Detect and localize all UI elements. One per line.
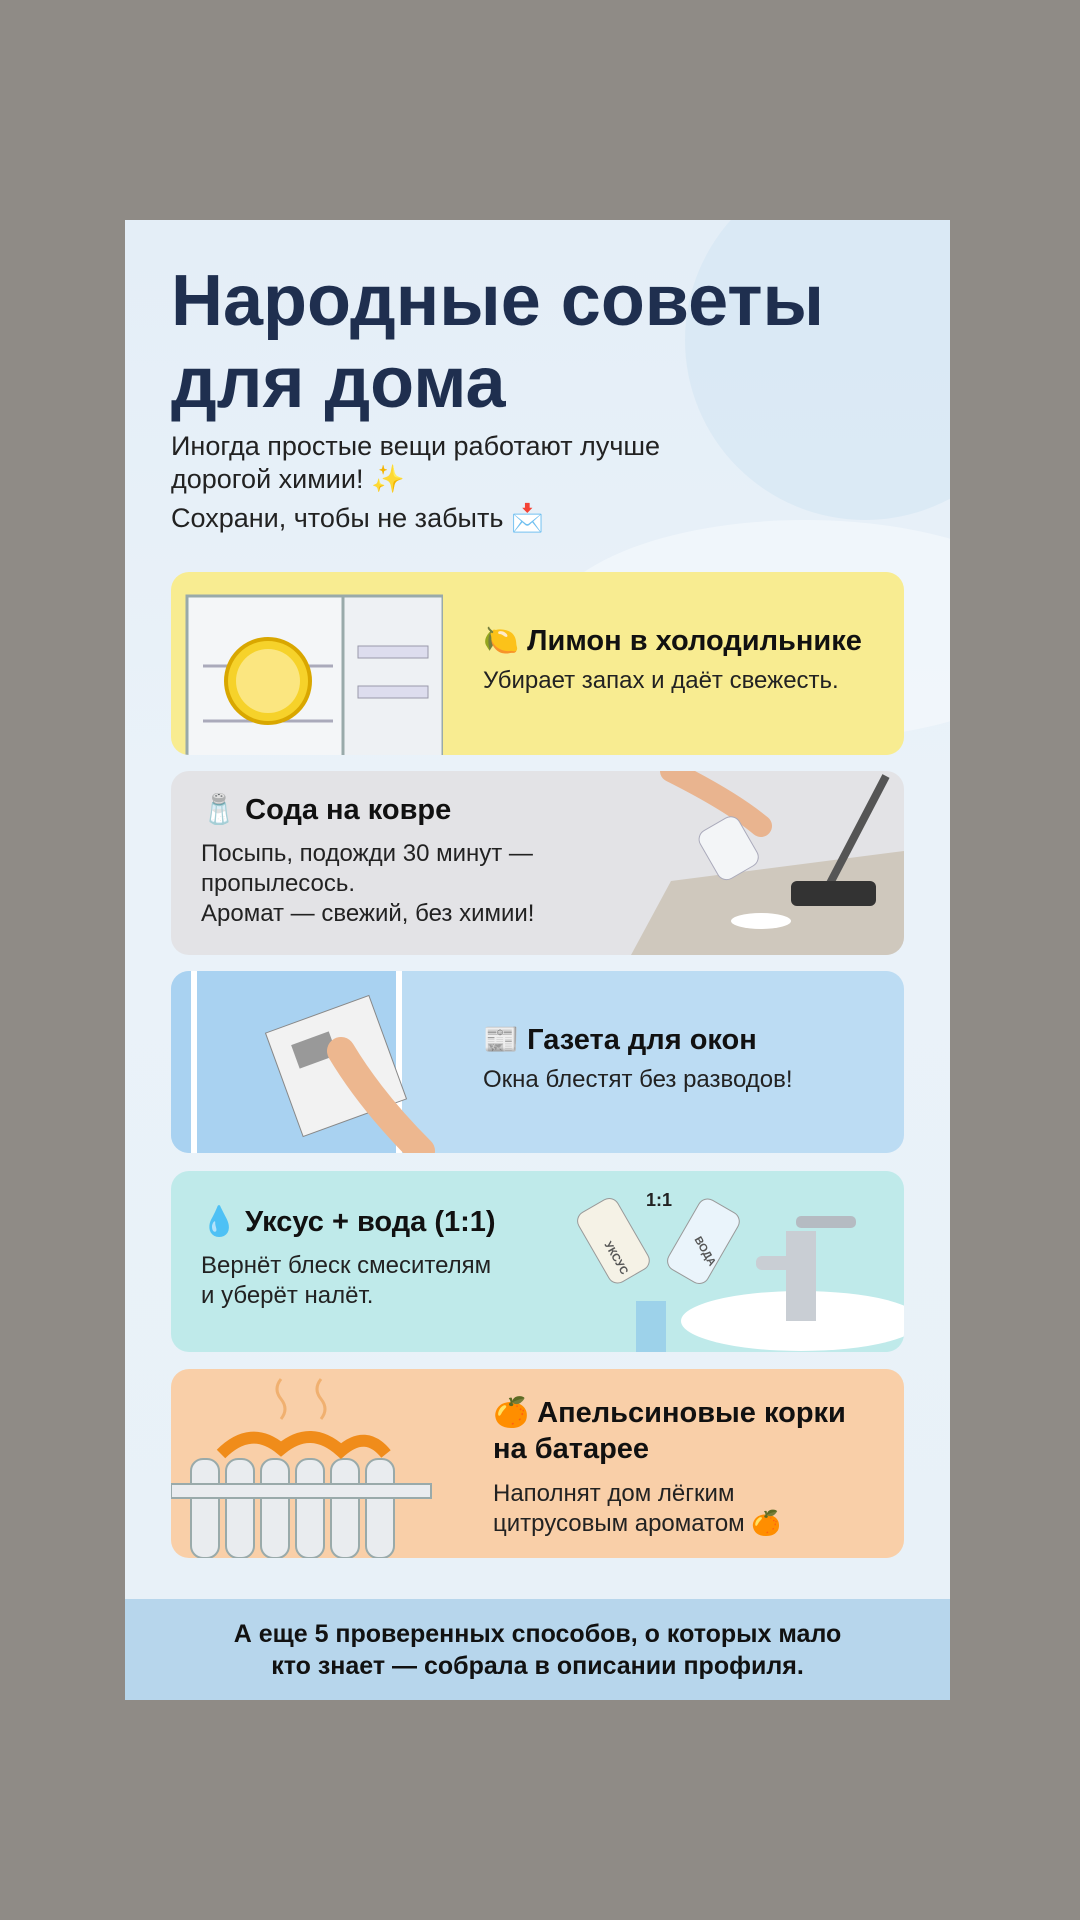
tip-description: Посыпь, подожди 30 минут —пропылесось.Ар…	[201, 840, 535, 927]
title-line: Народные советы	[171, 261, 824, 341]
tip-text: 🍋 Лимон в холодильнике Убирает запах и д…	[483, 624, 862, 696]
tip-text: 🧂 Сода на ковре Посыпь, подожди 30 минут…	[201, 793, 534, 929]
vinegar-faucet-illustration: УКСУС ВОДА 1:1	[577, 1190, 904, 1352]
tip-title: 🧂 Сода на ковре	[201, 794, 452, 826]
tip-description: Окна блестят без разводов!	[483, 1066, 793, 1093]
window-newspaper-illustration	[171, 971, 435, 1153]
carpet-vacuum-illustration	[631, 771, 904, 955]
footer-line: кто знает — собрала в описании профиля.	[271, 1651, 804, 1680]
title-line: для дома	[171, 343, 506, 423]
tip-title: 📰 Газета для окон	[483, 1024, 757, 1056]
tip-title: 💧 Уксус + вода (1:1)	[201, 1206, 496, 1238]
subtitle-line: Сохрани, чтобы не забыть 📩	[171, 503, 545, 533]
footer-banner: А еще 5 проверенных способов, о которых …	[125, 1599, 950, 1700]
page-title: Народные советы для дома	[171, 260, 871, 424]
tip-description: Убирает запах и даёт свежесть.	[483, 667, 839, 694]
tip-card-soda: 🧂 Сода на ковре Посыпь, подожди 30 минут…	[171, 771, 904, 955]
subtitle-line: дорогой химии! ✨	[171, 464, 405, 494]
fridge-lemon-illustration	[185, 594, 443, 755]
subtitle-line: Иногда простые вещи работают лучше	[171, 431, 661, 461]
tip-card-newspaper: 📰 Газета для окон Окна блестят без разво…	[171, 971, 904, 1153]
ratio-label: 1:1	[646, 1190, 672, 1210]
tip-title: 🍋 Лимон в холодильнике	[483, 625, 862, 657]
infographic-card: Народные советы для дома Иногда простые …	[125, 220, 950, 1700]
radiator-orange-peel-illustration	[171, 1378, 432, 1558]
tip-text: 💧 Уксус + вода (1:1) Вернёт блеск смесит…	[201, 1205, 496, 1311]
subtitle: Иногда простые вещи работают лучше дорог…	[171, 430, 771, 535]
footer-line: А еще 5 проверенных способов, о которых …	[233, 1619, 842, 1648]
tip-text: 📰 Газета для окон Окна блестят без разво…	[483, 1023, 793, 1095]
tip-card-vinegar: 💧 Уксус + вода (1:1) Вернёт блеск смесит…	[171, 1171, 904, 1352]
tip-card-lemon: 🍋 Лимон в холодильнике Убирает запах и д…	[171, 572, 904, 755]
